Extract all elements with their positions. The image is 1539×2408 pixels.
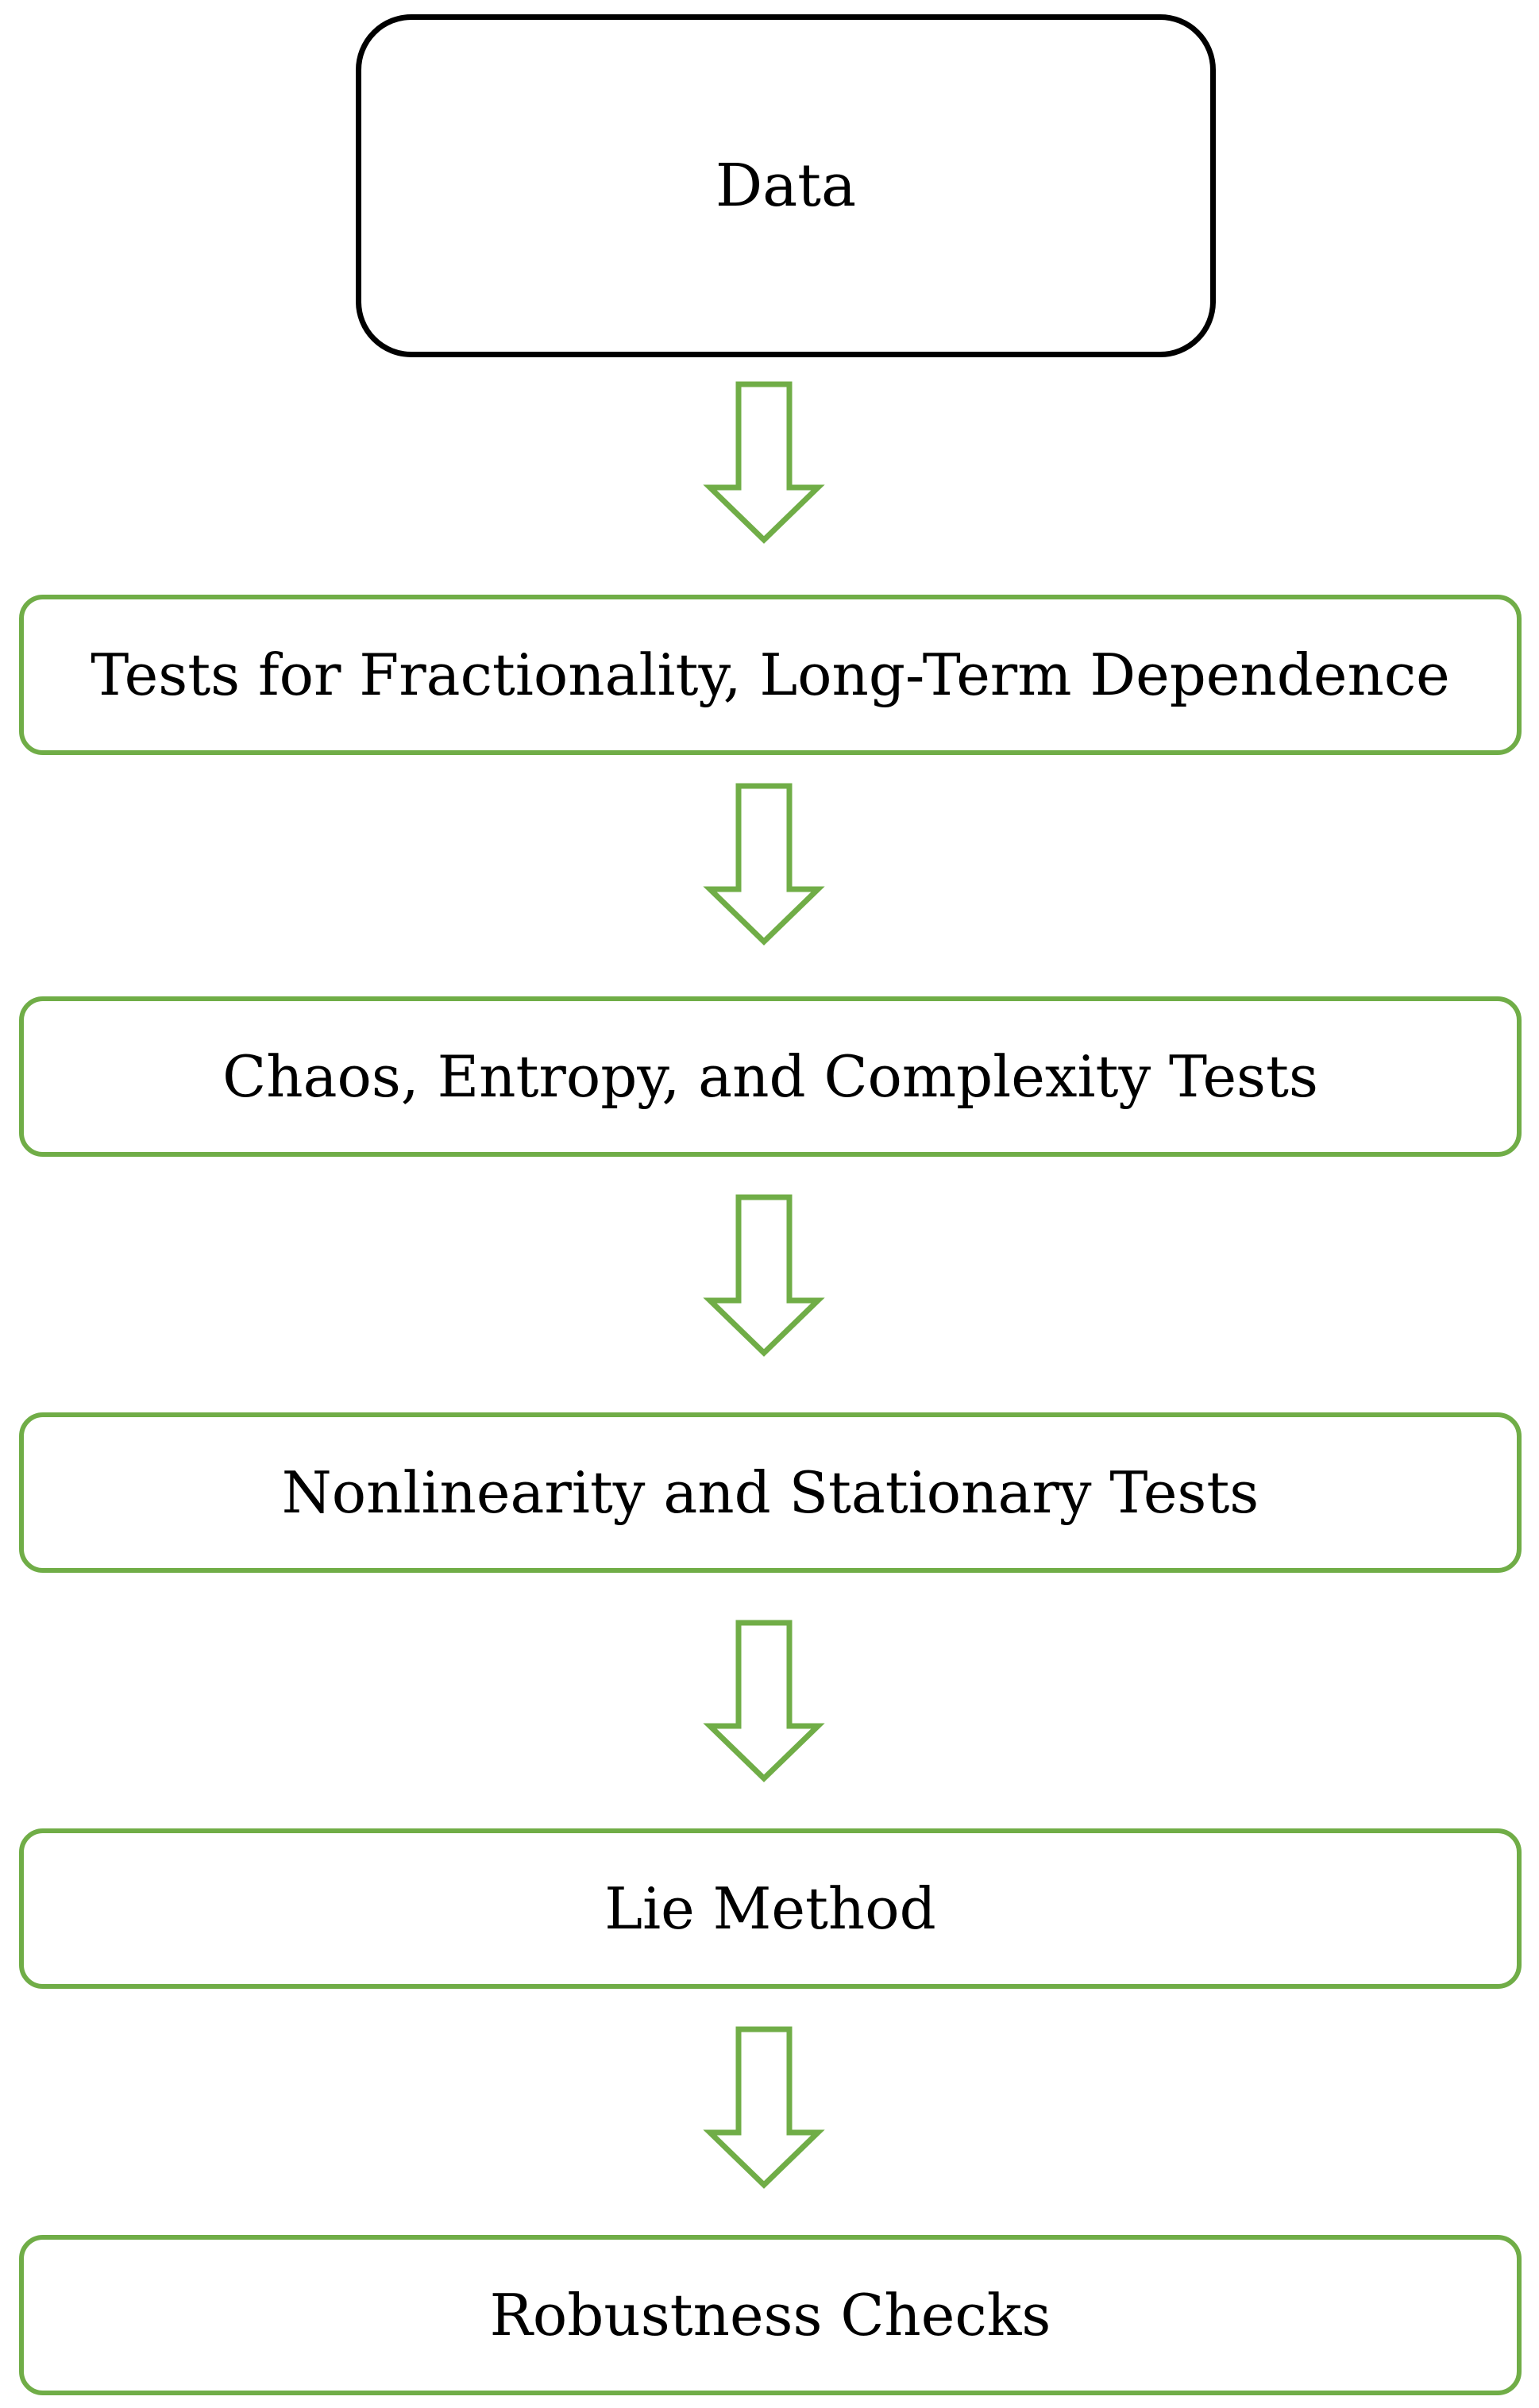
down-arrow-icon — [703, 1194, 825, 1357]
node-robustness-checks: Robustness Checks — [19, 2235, 1522, 2395]
node-nonlinearity-stationary-tests-label: Nonlinearity and Stationary Tests — [281, 1459, 1259, 1526]
down-arrow-icon — [703, 1620, 825, 1782]
node-data: Data — [356, 14, 1216, 357]
down-arrow-icon — [703, 783, 825, 946]
node-chaos-entropy-complexity-tests-label: Chaos, Entropy, and Complexity Tests — [222, 1043, 1318, 1110]
node-fractionality-tests-label: Tests for Fractionality, Long-Term Depen… — [91, 641, 1450, 708]
node-chaos-entropy-complexity-tests: Chaos, Entropy, and Complexity Tests — [19, 996, 1522, 1157]
node-data-label: Data — [715, 152, 857, 220]
node-nonlinearity-stationary-tests: Nonlinearity and Stationary Tests — [19, 1412, 1522, 1573]
node-fractionality-tests: Tests for Fractionality, Long-Term Depen… — [19, 595, 1522, 755]
node-lie-method: Lie Method — [19, 1828, 1522, 1989]
node-robustness-checks-label: Robustness Checks — [489, 2282, 1051, 2348]
down-arrow-icon — [703, 2026, 825, 2189]
node-lie-method-label: Lie Method — [604, 1875, 936, 1942]
down-arrow-icon — [703, 381, 825, 544]
